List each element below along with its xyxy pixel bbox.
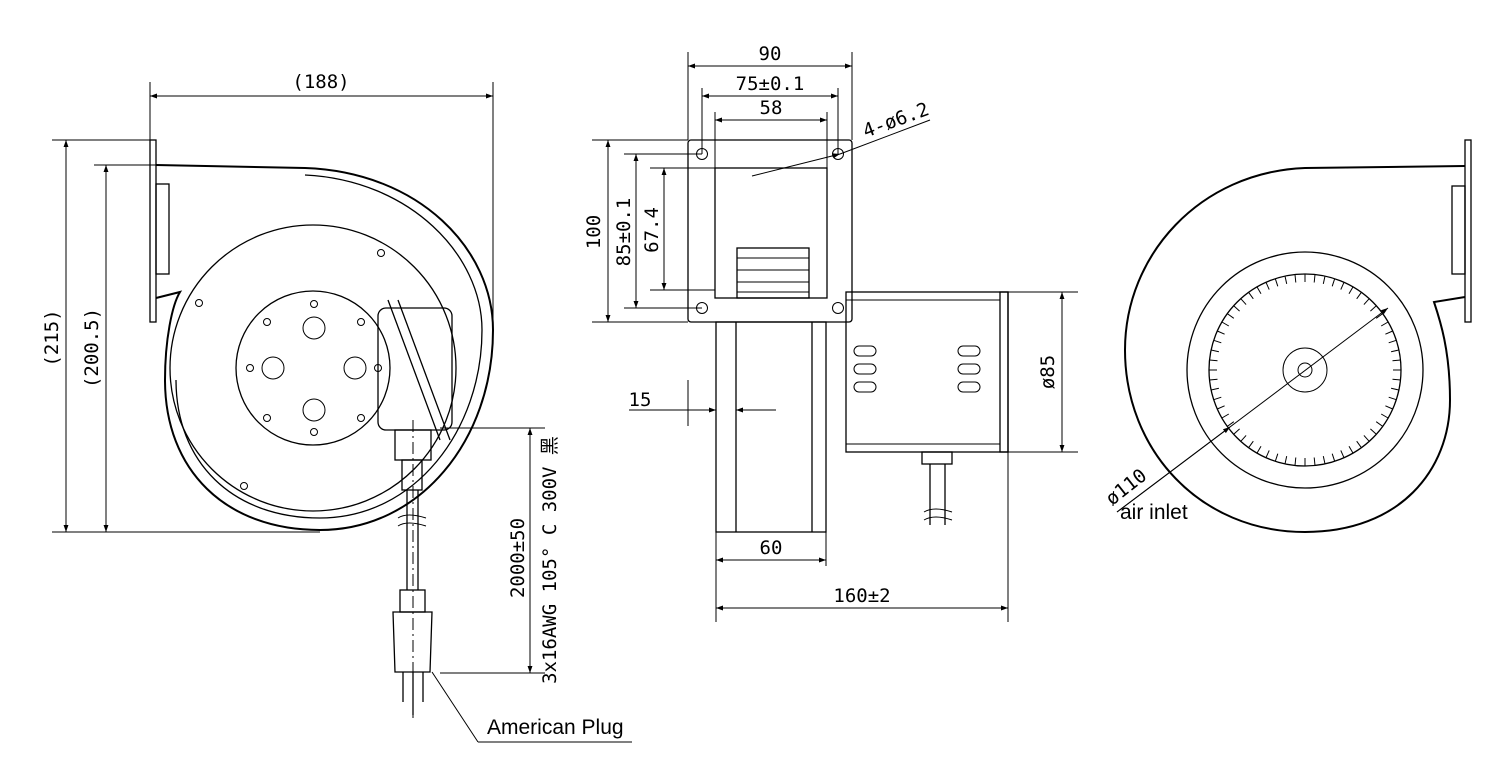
fan-blade-tick [1274, 278, 1279, 287]
fan-blade-tick [1227, 421, 1235, 427]
fan-blade-tick [1294, 274, 1297, 283]
side-height-holes-dim: 85±0.1 [613, 198, 635, 267]
fan-blade-tick [1210, 387, 1220, 391]
front-height-inner-dim: (200.5) [81, 308, 103, 388]
fan-blade-tick [1392, 378, 1401, 381]
fan-blade-tick [1248, 440, 1254, 448]
fan-blade-tick [1390, 387, 1400, 391]
fan-blade-tick [1380, 321, 1389, 327]
fan-blade-tick [1388, 339, 1397, 344]
fan-blade-tick [1348, 445, 1354, 454]
fan-blade-tick [1322, 455, 1326, 465]
fan-blade-tick [1265, 450, 1270, 458]
fan-blade-tick [1256, 445, 1262, 454]
fan-blade-tick [1313, 457, 1316, 466]
holes-dim: 4-ø6.2 [860, 98, 932, 142]
overall-depth-dim: 160±2 [833, 585, 890, 607]
fan-blade-tick [1233, 305, 1240, 312]
fan-blade-tick [1248, 292, 1254, 300]
fan-blade-tick [1356, 292, 1362, 300]
fan-blade-tick [1217, 405, 1225, 410]
fan-blade-tick [1313, 274, 1316, 283]
fan-blade-tick [1380, 413, 1389, 419]
air-inlet-label: air inlet [1120, 501, 1188, 524]
fan-blade-tick [1294, 457, 1297, 466]
fan-blade-tick [1370, 305, 1377, 312]
fan-blade-tick [1227, 313, 1235, 319]
fan-blade-tick [1213, 339, 1222, 344]
side-width-total-dim: 90 [759, 43, 782, 65]
fan-blade-tick [1209, 359, 1218, 362]
fan-blade-tick [1213, 396, 1222, 401]
side-outlet-height-dim: 67.4 [641, 207, 663, 253]
fan-blade-tick [1363, 298, 1370, 305]
fan-blade-tick [1392, 359, 1401, 362]
fan-blade-tick [1233, 428, 1240, 435]
fan-blade-tick [1331, 278, 1336, 287]
cable-spec-dim: 3x16AWG 105° C 300V 黑 [539, 436, 561, 684]
fan-blade-tick [1284, 275, 1288, 285]
side-width-holes-dim: 75±0.1 [736, 73, 805, 95]
fan-blade-tick [1210, 349, 1220, 353]
fan-blade-tick [1331, 453, 1336, 462]
fan-blades [1209, 274, 1401, 466]
fan-blade-tick [1385, 330, 1393, 335]
front-view: (188) (215) (200.5) 2000±50 3x16AWG 105°… [41, 71, 632, 743]
fan-blade-tick [1363, 435, 1370, 442]
fan-blade-tick [1284, 455, 1288, 465]
front-width-dim: (188) [292, 71, 349, 93]
side-view: 90 75±0.1 58 4-ø6.2 100 85±0.1 67.4 15 ø… [583, 43, 1078, 622]
fan-blade-tick [1340, 450, 1345, 458]
fan-blade-tick [1356, 440, 1362, 448]
fan-blade-tick [1375, 313, 1383, 319]
side-outlet-width-dim: 58 [760, 97, 783, 119]
fan-blade-tick [1274, 453, 1279, 462]
fan-blade-tick [1240, 298, 1247, 305]
side-height-total-dim: 100 [583, 215, 605, 249]
fan-blade-tick [1265, 282, 1270, 290]
cable-length-dim: 2000±50 [507, 518, 529, 598]
fan-blade-tick [1388, 396, 1397, 401]
wheel-width-dim: 60 [760, 537, 783, 559]
fan-blade-tick [1256, 286, 1262, 295]
fan-blade-tick [1240, 435, 1247, 442]
front-height-dim: (215) [41, 309, 63, 366]
wall-offset-dim: 15 [629, 389, 652, 411]
american-plug-label: American Plug [487, 716, 624, 739]
fan-blade-tick [1390, 349, 1400, 353]
fan-blade-tick [1348, 286, 1354, 295]
fan-blade-tick [1370, 428, 1377, 435]
fan-blade-tick [1322, 275, 1326, 285]
motor-diameter-dim: ø85 [1037, 355, 1059, 389]
fan-blade-tick [1221, 413, 1230, 419]
fan-blade-tick [1209, 378, 1218, 381]
fan-blade-tick [1217, 330, 1225, 335]
fan-blade-tick [1340, 282, 1345, 290]
fan-blade-tick [1221, 321, 1230, 327]
fan-blade-tick [1385, 405, 1393, 410]
fan-blade-tick [1375, 421, 1383, 427]
inlet-view: ø110 air inlet [1102, 139, 1472, 534]
